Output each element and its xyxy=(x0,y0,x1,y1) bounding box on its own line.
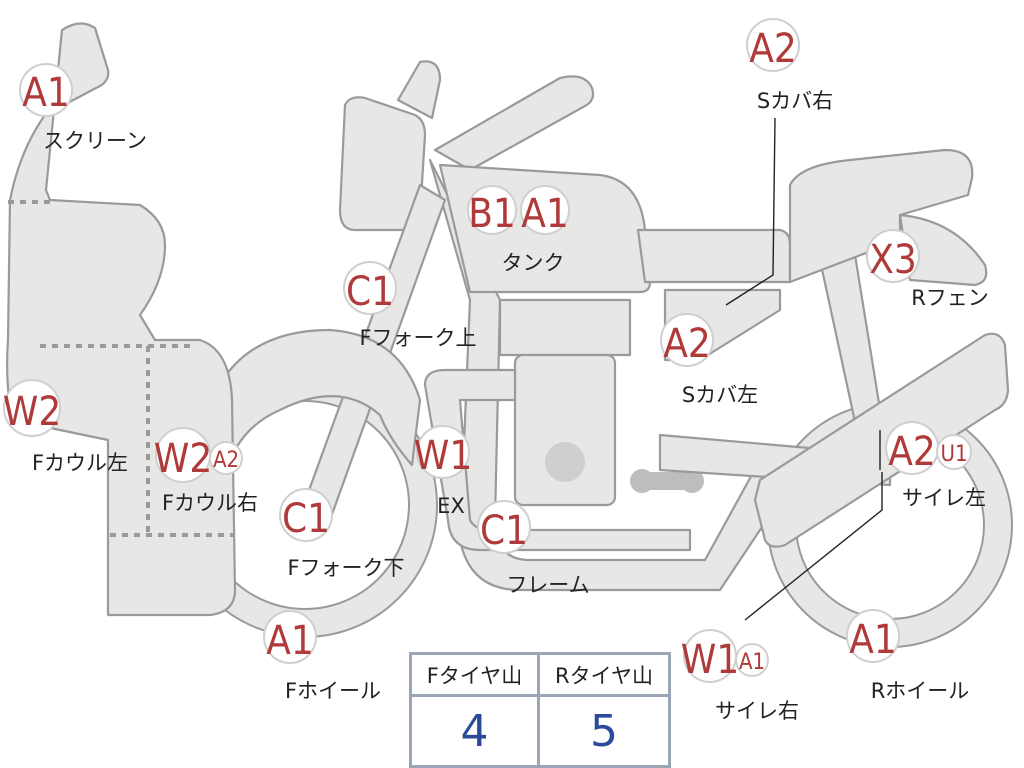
part-cowl-left[interactable]: W2 Fカウル左 xyxy=(3,379,128,475)
rear-wheel-label: Rホイール xyxy=(871,679,970,703)
rear-tire-value[interactable]: 5 xyxy=(590,705,618,757)
front-tire-value[interactable]: 4 xyxy=(412,697,540,765)
leader-muffler-right xyxy=(744,472,883,621)
fork-lower-code: C1 xyxy=(282,496,330,542)
muffler-right-label: サイレ右 xyxy=(715,699,799,723)
cowl-right-code: W2 xyxy=(154,436,212,482)
rear-tire-header: Rタイヤ山 xyxy=(540,655,668,697)
part-tank[interactable]: B1 A1 タンク xyxy=(467,185,570,275)
front-wheel-code: A1 xyxy=(266,618,314,664)
part-muffler-right[interactable]: W1 A1 サイレ右 xyxy=(681,629,799,723)
part-exhaust[interactable]: W1 EX xyxy=(414,425,472,518)
tank-code-1: B1 xyxy=(468,191,516,237)
part-rear-fender[interactable]: X3 Rフェン xyxy=(866,229,989,310)
part-cowl-right[interactable]: W2 A2 Fカウル右 xyxy=(154,427,258,515)
muffler-left-label: サイレ左 xyxy=(902,486,986,510)
muffler-left-subcode: U1 xyxy=(940,442,967,467)
rear-fender-label: Rフェン xyxy=(911,286,989,310)
part-side-cover-left[interactable]: A2 Sカバ左 xyxy=(660,313,758,407)
part-frame[interactable]: C1 フレーム xyxy=(477,500,590,597)
part-muffler-left[interactable]: A2 U1 サイレ左 xyxy=(885,421,986,510)
part-side-cover-right[interactable]: A2 Sカバ右 xyxy=(746,18,833,113)
part-screen[interactable]: A1 スクリーン xyxy=(19,63,147,153)
rear-fender-code: X3 xyxy=(869,237,917,283)
tire-tread-table: Fタイヤ山 Rタイヤ山 4 5 xyxy=(409,652,671,768)
side-cover-left-label: Sカバ左 xyxy=(682,383,758,407)
exhaust-code: W1 xyxy=(414,433,472,479)
rear-fender-shape xyxy=(898,213,988,287)
muffler-right-code: W1 xyxy=(681,637,739,683)
rear-wheel-code: A1 xyxy=(849,617,897,663)
tank-code-2: A1 xyxy=(521,191,569,237)
cowl-right-subcode: A2 xyxy=(213,448,239,473)
exhaust-label: EX xyxy=(437,494,465,518)
part-front-wheel[interactable]: A1 Fホイール xyxy=(263,610,381,703)
muffler-right-subcode: A1 xyxy=(739,650,765,675)
fork-lower-label: Fフォーク下 xyxy=(287,556,404,580)
tank-label: タンク xyxy=(502,251,565,275)
muffler-shape xyxy=(753,332,1010,548)
side-cover-right-label: Sカバ右 xyxy=(757,89,833,113)
part-fork-upper[interactable]: C1 Fフォーク上 xyxy=(343,261,477,350)
cowl-right-label: Fカウル右 xyxy=(162,491,258,515)
frame-label: フレーム xyxy=(506,573,589,597)
screen-label: スクリーン xyxy=(43,129,147,153)
fork-upper-code: C1 xyxy=(346,269,394,315)
fork-upper-label: Fフォーク上 xyxy=(359,326,476,350)
leader-scover-right xyxy=(725,117,776,306)
side-cover-right-code: A2 xyxy=(749,26,797,72)
frame-code: C1 xyxy=(480,508,528,554)
front-wheel-label: Fホイール xyxy=(285,679,381,703)
cowl-left-label: Fカウル左 xyxy=(32,451,128,475)
part-rear-wheel[interactable]: A1 Rホイール xyxy=(846,609,970,703)
cowl-left-code: W2 xyxy=(3,389,61,435)
part-fork-lower[interactable]: C1 Fフォーク下 xyxy=(279,488,405,580)
screen-code: A1 xyxy=(22,70,70,116)
side-cover-left-code: A2 xyxy=(663,321,711,367)
front-tire-header: Fタイヤ山 xyxy=(412,655,540,697)
muffler-left-code: A2 xyxy=(888,429,936,475)
